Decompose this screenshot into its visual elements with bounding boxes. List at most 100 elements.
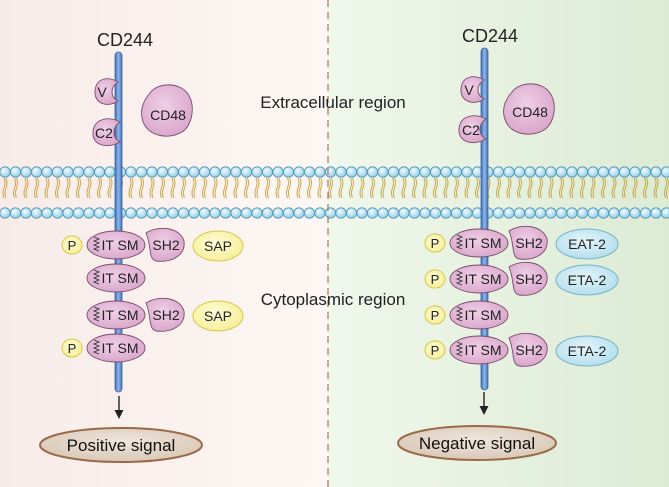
lipid-tail — [527, 177, 531, 199]
lipid-head-outer — [251, 166, 263, 178]
lipid-head-inner — [104, 207, 116, 219]
lipid-tail — [78, 177, 81, 199]
lipid-head-outer — [303, 166, 316, 178]
lipid-head-outer — [272, 166, 284, 178]
lipid-tail — [424, 177, 428, 199]
itsm-domain — [449, 264, 509, 294]
lipid-head-inner — [230, 207, 242, 219]
lipid-head-inner — [30, 207, 43, 219]
lipid-tail — [44, 177, 48, 199]
lipid-tail — [319, 177, 323, 199]
lipid-tail — [548, 177, 552, 199]
lipid-tail — [529, 177, 533, 199]
lipid-tail — [86, 177, 90, 199]
lipid-tail — [372, 177, 375, 199]
itsm-label: IT SM — [101, 340, 138, 356]
itsm-label: IT SM — [464, 342, 501, 358]
lipid-head-outer — [618, 166, 631, 178]
lipid-tail — [590, 177, 594, 199]
lipid-head-inner — [146, 207, 158, 219]
lipid-head-inner — [513, 207, 526, 219]
lipid-tail — [76, 177, 79, 199]
lipid-head-inner — [461, 207, 473, 219]
lipid-head-outer — [282, 166, 295, 178]
lipid-head-outer — [524, 166, 536, 178]
left-cd48-label: CD48 — [150, 107, 186, 123]
lipid-head-outer — [230, 166, 242, 178]
right-v-label: V — [464, 82, 474, 98]
lipid-head-inner — [587, 207, 599, 219]
lipid-head-outer — [293, 166, 305, 178]
lipid-head-outer — [513, 166, 526, 178]
sh2-label: SH2 — [152, 307, 179, 323]
adaptor-label: ETA-2 — [568, 272, 607, 288]
lipid-head-outer — [41, 166, 53, 178]
lipid-tail — [67, 177, 71, 199]
lipid-tail — [349, 177, 352, 199]
lipid-tail — [141, 177, 144, 199]
lipid-tail — [4, 177, 8, 199]
phosphate-label: P — [431, 236, 440, 251]
lipid-head-outer — [566, 166, 578, 178]
lipid-tail — [244, 177, 247, 199]
lipid-head-inner — [419, 207, 431, 219]
lipid-tail — [107, 177, 111, 199]
lipid-tail — [328, 177, 331, 199]
lipid-head-outer — [461, 166, 473, 178]
lipid-head-inner — [83, 207, 95, 219]
lipid-tail — [538, 177, 541, 199]
cytoplasmic-region-label: Cytoplasmic region — [261, 290, 406, 309]
sap-adaptor — [192, 300, 244, 332]
phosphate-badge — [424, 269, 446, 289]
adaptor-label: SAP — [204, 238, 232, 254]
lipid-head-outer — [545, 166, 557, 178]
lipid-tail — [15, 177, 18, 199]
lipid-head-inner — [20, 207, 32, 219]
lipid-head-outer — [72, 166, 85, 178]
lipid-tail — [401, 177, 405, 199]
lipid-head-inner — [272, 207, 284, 219]
lipid-tail — [622, 177, 625, 199]
phosphate-label: P — [431, 272, 440, 287]
lipid-tail — [46, 177, 50, 199]
lipid-head-outer — [408, 166, 421, 178]
adaptor-label: ETA-2 — [568, 343, 607, 359]
lipid-tail — [634, 177, 638, 199]
lipid-tail — [582, 177, 585, 199]
itsm-domain — [449, 300, 509, 330]
lipid-tail — [97, 177, 100, 199]
lipid-head-outer — [261, 166, 274, 178]
itsm-label: IT SM — [464, 235, 501, 251]
lipid-tail — [130, 177, 134, 199]
sh2-domain — [145, 227, 185, 262]
lipid-head-outer — [608, 166, 620, 178]
lipid-head-inner — [188, 207, 200, 219]
lipid-tail — [559, 177, 562, 199]
phosphorylation-site-icon — [92, 269, 101, 285]
lipid-tail — [359, 177, 363, 199]
lipid-tail — [162, 177, 165, 199]
lipid-head-inner — [261, 207, 274, 219]
lipid-head-outer — [356, 166, 368, 178]
lipid-tail — [214, 177, 218, 199]
phosphorylation-site-icon — [455, 234, 464, 250]
lipid-tail — [601, 177, 604, 199]
phosphate-label: P — [431, 308, 440, 323]
lipid-tail — [225, 177, 228, 199]
lipid-tail — [172, 177, 176, 199]
lipid-tail — [109, 177, 113, 199]
lipid-head-outer — [366, 166, 379, 178]
lipid-head-inner — [219, 207, 232, 219]
itsm-domain — [86, 263, 146, 293]
lipid-tail — [561, 177, 564, 199]
lipid-head-inner — [9, 207, 22, 219]
lipid-head-inner — [555, 207, 568, 219]
phosphorylation-site-icon — [92, 306, 101, 322]
lipid-tail — [338, 177, 342, 199]
sh2-domain — [508, 261, 548, 296]
lipid-tail — [517, 177, 520, 199]
lipid-head-outer — [20, 166, 32, 178]
sh2-label: SH2 — [515, 342, 542, 358]
